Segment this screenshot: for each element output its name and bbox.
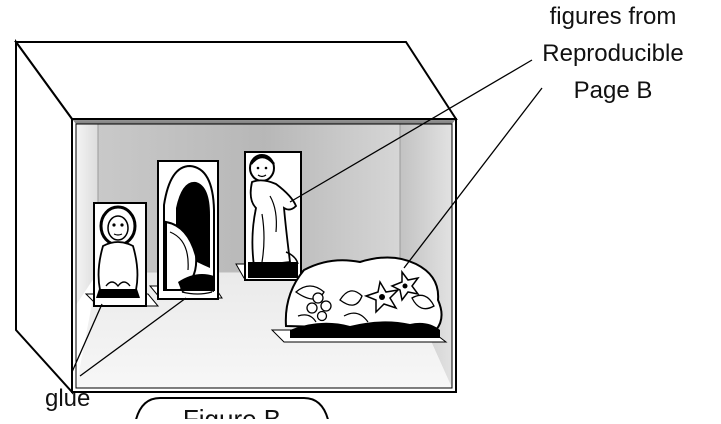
- figure-caption: Figure B: [134, 398, 330, 419]
- figure-card-angel: [236, 152, 306, 280]
- figures-label-line3: Page B: [574, 77, 653, 104]
- figures-label-line2: Reproducible: [542, 40, 683, 67]
- figure-card-tomb: [150, 161, 222, 299]
- glue-label: glue: [45, 385, 90, 412]
- figures-label-line1: figures from: [550, 3, 677, 30]
- box-top-panel: [16, 42, 456, 119]
- figure-caption-text: Figure B: [183, 404, 281, 419]
